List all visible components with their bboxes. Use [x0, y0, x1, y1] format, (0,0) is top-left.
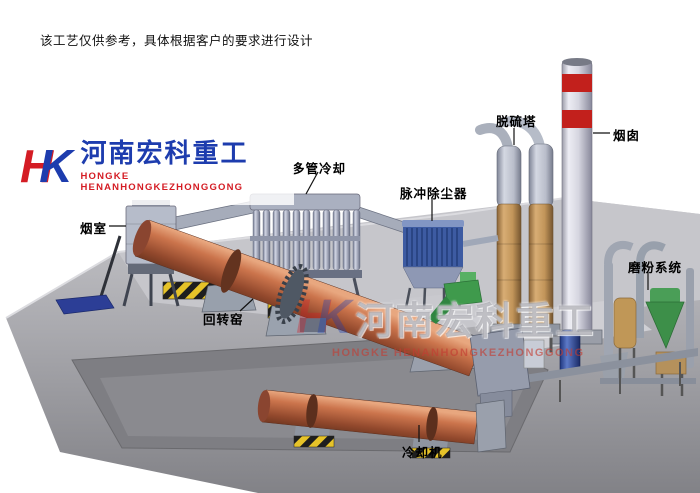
- label-desulfurization-tower: 脱硫塔: [496, 115, 537, 129]
- label-grinding-system: 磨粉系统: [628, 261, 683, 275]
- leader-lines: [109, 128, 649, 442]
- cooler-head: [475, 399, 507, 453]
- company-logo: HK 河南宏科重工 HONGKE HENANHONGKEZHONGGONG: [14, 127, 294, 205]
- logo-text: 河南宏科重工 HONGKE HENANHONGKEZHONGGONG: [80, 139, 288, 193]
- conveyor-beam: [518, 348, 698, 402]
- reference-annotation: 该工艺仅供参考，具体根据客户的要求进行设计: [40, 34, 314, 48]
- label-rotary-kiln: 回转窑: [203, 313, 244, 327]
- chimney-red-band: [562, 110, 592, 128]
- label-smoke-chamber: 烟室: [80, 222, 108, 236]
- label-chimney: 烟囱: [613, 129, 641, 143]
- blue-pallet: [55, 294, 115, 315]
- cyclone-top: [650, 288, 680, 304]
- cooler-tire: [306, 394, 318, 428]
- green-equipment: [428, 272, 483, 324]
- pulse-dust-collector: [402, 220, 464, 311]
- hk-logo-icon: HK: [20, 143, 72, 189]
- powder-tank: [613, 297, 637, 349]
- kiln-drive-box: [300, 318, 326, 332]
- logo-k: K: [39, 140, 73, 192]
- cyclone-cone: [645, 301, 685, 350]
- label-cooling-machine: 冷却机: [402, 446, 443, 460]
- chimney-red-band: [562, 74, 592, 92]
- rotary-kiln: [132, 219, 484, 377]
- company-name-cn: 河南宏科重工: [80, 138, 249, 169]
- logo-h: H: [20, 140, 54, 192]
- label-pulse-dust-collector: 脉冲除尘器: [400, 187, 468, 201]
- cooler-tire: [426, 407, 438, 441]
- company-name-en: HONGKE HENANHONGKEZHONGGONG: [80, 170, 244, 193]
- label-multi-tube-cooler: 多管冷却: [292, 162, 347, 176]
- cooling-machine: [257, 389, 507, 459]
- kiln-tire: [220, 249, 242, 293]
